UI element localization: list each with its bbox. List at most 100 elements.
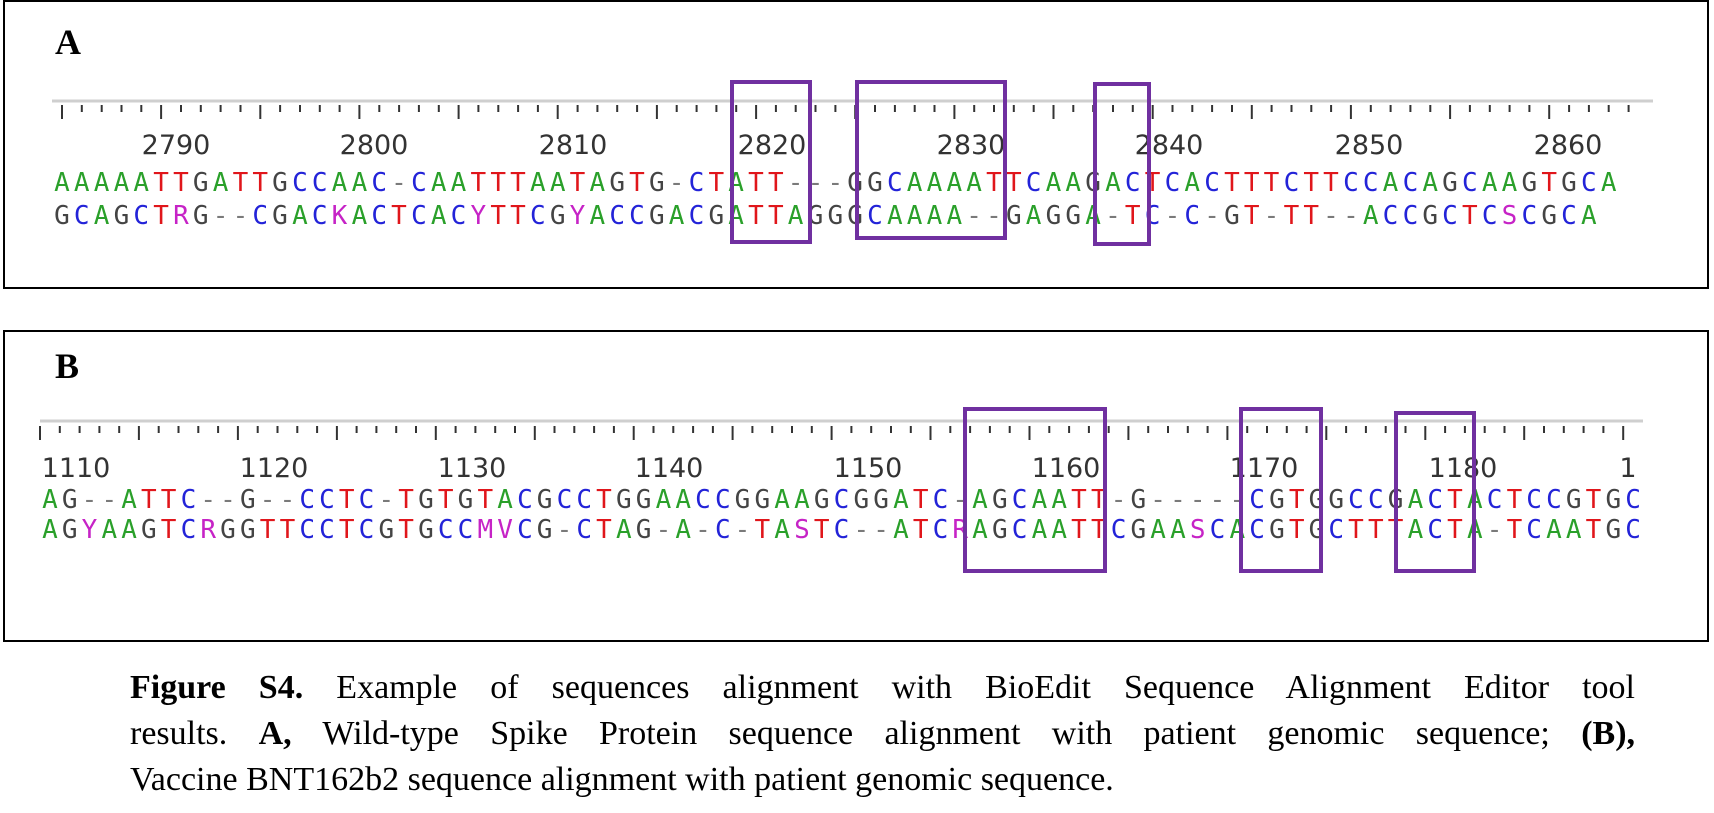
caption-text: Vaccine BNT162b2 sequence alignment with…	[130, 761, 1114, 798]
nucleotide: C	[576, 485, 592, 515]
nucleotide: T	[339, 485, 355, 515]
nucleotide: C	[689, 201, 705, 231]
ruler-number: 2790	[142, 130, 211, 161]
nucleotide: C	[411, 201, 427, 231]
nucleotide: A	[213, 168, 229, 198]
nucleotide: A	[1170, 515, 1186, 545]
nucleotide: G	[378, 515, 394, 545]
nucleotide: A	[656, 485, 672, 515]
nucleotide: C	[576, 515, 592, 545]
nucleotide: C	[933, 485, 949, 515]
nucleotide: G	[1521, 168, 1537, 198]
nucleotide: A	[774, 485, 790, 515]
nucleotide: T	[1244, 201, 1260, 231]
nucleotide: G	[114, 201, 130, 231]
nucleotide: A	[1408, 485, 1424, 515]
nucleotide: C	[715, 515, 731, 545]
nucleotide: A	[927, 168, 943, 198]
nucleotide: -	[233, 201, 249, 231]
nucleotide: C	[292, 168, 308, 198]
nucleotide: -	[1111, 485, 1127, 515]
nucleotide: T	[1462, 201, 1478, 231]
nucleotide: G	[240, 485, 256, 515]
nucleotide: -	[1264, 201, 1280, 231]
nucleotide: G	[1224, 201, 1240, 231]
nucleotide: A	[101, 515, 117, 545]
nucleotide: A	[774, 515, 790, 545]
nucleotide: C	[629, 201, 645, 231]
nucleotide: C	[1526, 515, 1542, 545]
nucleotide: C	[1403, 201, 1419, 231]
nucleotide: -	[966, 201, 982, 231]
nucleotide: G	[1006, 201, 1022, 231]
nucleotide: C	[834, 515, 850, 545]
nucleotide: T	[1224, 168, 1240, 198]
nucleotide: A	[907, 201, 923, 231]
nucleotide: A	[616, 515, 632, 545]
nucleotide: C	[359, 485, 375, 515]
nucleotide: T	[161, 515, 177, 545]
nucleotide: -	[1190, 485, 1206, 515]
nucleotide: A	[1184, 168, 1200, 198]
ruler-number: 1160	[1032, 453, 1101, 484]
panel-label: A	[55, 22, 81, 62]
nucleotide: T	[708, 168, 724, 198]
nucleotide: T	[173, 168, 189, 198]
nucleotide: -	[1165, 201, 1181, 231]
nucleotide: A	[893, 485, 909, 515]
nucleotide: A	[675, 485, 691, 515]
nucleotide: A	[121, 515, 137, 545]
nucleotide: A	[1032, 515, 1048, 545]
nucleotide: A	[42, 485, 58, 515]
nucleotide: A	[1051, 515, 1067, 545]
nucleotide: T	[596, 515, 612, 545]
nucleotide: T	[629, 168, 645, 198]
nucleotide: G	[853, 485, 869, 515]
nucleotide: G	[1065, 201, 1081, 231]
nucleotide: G	[418, 515, 434, 545]
nucleotide: M	[477, 515, 493, 545]
nucleotide: -	[1323, 201, 1339, 231]
nucleotide: A	[972, 485, 988, 515]
nucleotide: G	[220, 515, 236, 545]
nucleotide: T	[1586, 485, 1602, 515]
nucleotide: -	[391, 168, 407, 198]
nucleotide: G	[1328, 485, 1344, 515]
nucleotide: T	[391, 201, 407, 231]
nucleotide: T	[913, 515, 929, 545]
mutation-highlight-box	[855, 80, 1007, 240]
nucleotide: T	[510, 168, 526, 198]
nucleotide: C	[1625, 515, 1641, 545]
nucleotide: C	[312, 201, 328, 231]
nucleotide: G	[814, 485, 830, 515]
nucleotide: A	[352, 201, 368, 231]
mutation-highlight-box	[1394, 411, 1476, 573]
nucleotide: T	[1071, 485, 1087, 515]
nucleotide: -	[1210, 485, 1226, 515]
mutation-highlight-box	[1239, 407, 1323, 573]
nucleotide: C	[1184, 201, 1200, 231]
nucleotide: A	[42, 515, 58, 545]
nucleotide: A	[1546, 515, 1562, 545]
nucleotide: A	[94, 168, 110, 198]
nucleotide: C	[887, 168, 903, 198]
nucleotide: C	[1249, 515, 1265, 545]
nucleotide: A	[1408, 515, 1424, 545]
nucleotide: -	[200, 485, 216, 515]
caption-line-2: results. A, Wild-type Spike Protein sequ…	[130, 711, 1635, 757]
nucleotide: C	[867, 201, 883, 231]
nucleotide: G	[272, 168, 288, 198]
nucleotide: T	[754, 515, 770, 545]
nucleotide: C	[1363, 168, 1379, 198]
nucleotide: A	[589, 168, 605, 198]
nucleotide: A	[54, 168, 70, 198]
nucleotide: G	[272, 201, 288, 231]
nucleotide: C	[609, 201, 625, 231]
nucleotide: T	[510, 201, 526, 231]
nucleotide: T	[1091, 485, 1107, 515]
nucleotide: G	[609, 168, 625, 198]
nucleotide: G	[1269, 515, 1285, 545]
nucleotide: C	[1026, 168, 1042, 198]
nucleotide: G	[458, 485, 474, 515]
